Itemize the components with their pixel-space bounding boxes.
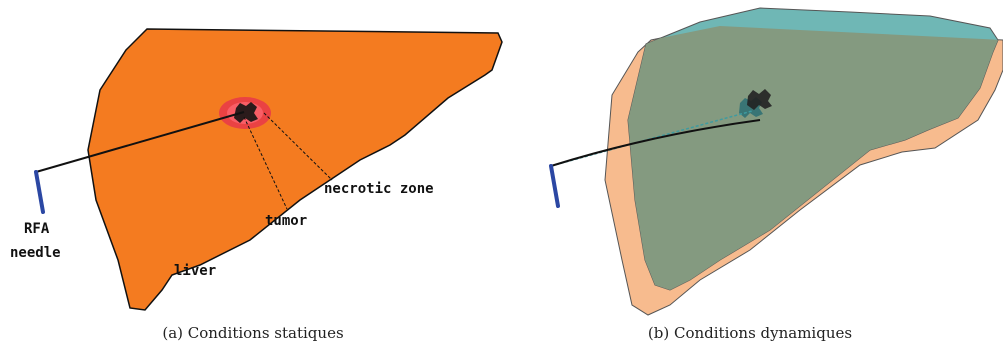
panel-b: (b) Conditions dynamiques [551, 8, 1003, 342]
tumor-label: tumor [265, 213, 307, 229]
needle-handle-b [551, 166, 558, 206]
needle-label-line2: needle [10, 245, 61, 261]
caption-b: (b) Conditions dynamiques [648, 324, 852, 342]
liver-overlap-region [628, 8, 998, 290]
liver-shape [88, 29, 502, 310]
needle-label-line1: RFA [24, 221, 50, 237]
necrotic-zone-label: necrotic zone [324, 181, 434, 197]
liver-label: liver [174, 263, 216, 279]
needle-handle [36, 172, 43, 212]
panel-a: RFA needle tumor necrotic zone liver (a)… [10, 29, 502, 342]
caption-a: (a) Conditions statiques [162, 324, 343, 342]
